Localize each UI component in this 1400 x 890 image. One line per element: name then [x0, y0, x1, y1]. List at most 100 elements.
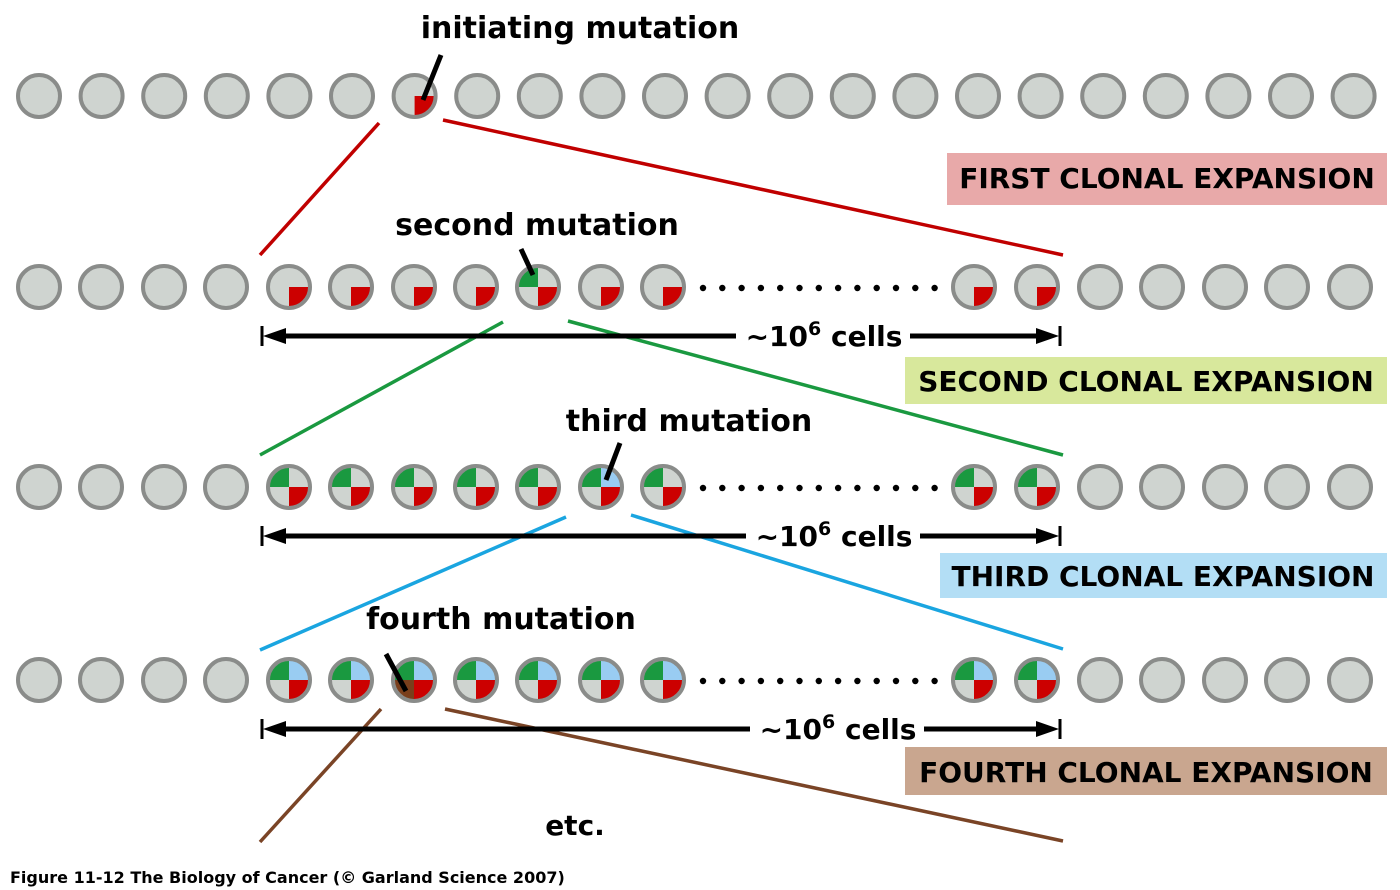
cell-body	[143, 466, 185, 508]
cell-count-label: ~106 cells	[746, 318, 903, 353]
normal-cell	[141, 464, 187, 510]
normal-cell	[1202, 657, 1248, 703]
normal-cell	[203, 73, 250, 119]
normal-cell	[16, 657, 62, 703]
cell-outline	[515, 657, 561, 703]
expansion-line-right-2	[567, 319, 1064, 457]
cell-body	[80, 466, 122, 508]
normal-cell	[1077, 657, 1123, 703]
mutation-quadrant-tl	[642, 659, 663, 680]
cell-outline	[515, 464, 561, 510]
cell-outline	[453, 464, 499, 510]
ellipsis-dot	[815, 484, 822, 492]
cell-outline	[1264, 464, 1310, 510]
mutation-quadrant-br	[289, 287, 310, 308]
normal-cell	[1142, 73, 1189, 119]
cell-body	[1332, 75, 1375, 117]
normal-cell	[78, 657, 124, 703]
cell-body	[143, 266, 185, 308]
cell-outline	[955, 73, 1001, 119]
normal-cell	[1264, 657, 1310, 703]
cell-outline	[516, 73, 563, 119]
cell-outline	[266, 464, 312, 510]
cell-outline	[1264, 657, 1310, 703]
ellipsis-dot	[777, 677, 784, 685]
mutation-quadrant-tl	[580, 466, 601, 487]
cell-body	[1019, 75, 1062, 117]
normal-cell	[1264, 264, 1310, 310]
normal-cell	[829, 73, 876, 119]
normal-cell	[1077, 464, 1123, 510]
mutation-quadrant-br	[1037, 287, 1058, 308]
ellipsis-dot	[738, 484, 745, 492]
cell-body	[143, 659, 185, 701]
mutation-quadrant-tl	[953, 659, 974, 680]
normal-cell	[1077, 264, 1123, 310]
mutation-quadrant-br	[538, 287, 559, 308]
mutation-quadrant-tl	[953, 466, 974, 487]
cell-outline	[203, 657, 249, 703]
clone-cell	[1014, 264, 1060, 310]
cell-body	[518, 75, 561, 117]
cell-outline	[1202, 464, 1248, 510]
mutation-quadrant-tl	[393, 466, 414, 487]
normal-cell	[78, 73, 125, 119]
cell-outline	[892, 73, 939, 119]
cell-outline	[1264, 264, 1310, 310]
ellipsis-dot	[719, 284, 726, 292]
clone-cell	[266, 464, 312, 510]
cell-outline	[141, 657, 187, 703]
cell-body	[644, 75, 686, 117]
mutation-quadrant-tl	[268, 466, 289, 487]
cell-body	[1144, 75, 1187, 117]
cell-outline	[951, 657, 997, 703]
normal-cell	[16, 464, 62, 510]
clone-cell	[1014, 657, 1060, 703]
normal-cell	[1330, 73, 1377, 119]
ellipsis-dot	[912, 484, 919, 492]
normal-cell	[78, 464, 124, 510]
banner-third-clonal-expansion: THIRD CLONAL EXPANSION	[940, 553, 1387, 598]
mutation-label-third: third mutation	[566, 404, 813, 439]
cell-outline	[767, 73, 814, 119]
clone-cell	[453, 264, 499, 310]
cell-outline	[328, 657, 374, 703]
mutation-quadrant-br	[414, 487, 435, 508]
mutation-quadrant-tl	[642, 466, 663, 487]
ellipsis-dot	[931, 484, 938, 492]
expansion-line-right-1	[442, 118, 1064, 257]
clone-cell	[328, 464, 374, 510]
normal-cell	[1080, 73, 1127, 119]
cell-outline	[640, 464, 686, 510]
clone-cell	[328, 657, 374, 703]
cell-outline	[642, 73, 688, 119]
ellipsis-dot	[796, 677, 803, 685]
mutation-quadrant-br	[289, 680, 310, 701]
cell-outline	[329, 73, 375, 119]
cell-body	[1079, 266, 1121, 308]
cell-outline	[203, 264, 249, 310]
mutation-label-second: second mutation	[395, 208, 679, 243]
mutation-quadrant-br	[476, 287, 497, 308]
normal-cell	[141, 264, 187, 310]
ellipsis-dot	[719, 677, 726, 685]
cell-body	[80, 659, 122, 701]
cell-outline	[391, 657, 437, 703]
cell-body	[831, 75, 874, 117]
normal-cell	[1139, 657, 1185, 703]
cell-outline	[829, 73, 876, 119]
cell-body	[706, 75, 749, 117]
clone-cell	[266, 657, 312, 703]
ellipsis-dot	[834, 284, 842, 292]
pointer-line-1	[420, 54, 444, 101]
cell-outline	[16, 264, 62, 310]
normal-cell	[141, 657, 187, 703]
ellipsis-dot	[757, 484, 765, 492]
cell-outline	[1202, 264, 1248, 310]
cell-body	[1329, 266, 1371, 308]
cell-body	[456, 75, 499, 117]
cell-outline	[266, 264, 312, 310]
cell-outline	[1139, 657, 1185, 703]
cell-outline	[78, 264, 124, 310]
